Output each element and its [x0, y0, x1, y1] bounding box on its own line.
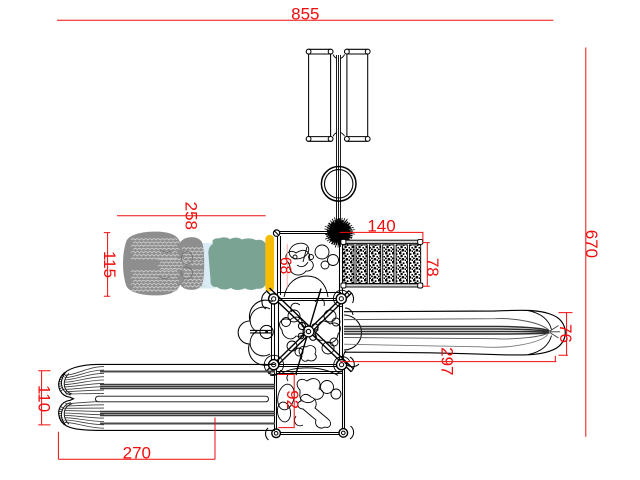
svg-text:76: 76 [556, 324, 575, 343]
svg-text:92: 92 [283, 390, 302, 409]
svg-text:855: 855 [291, 5, 319, 24]
svg-text:68: 68 [276, 257, 293, 274]
svg-text:297: 297 [437, 347, 456, 375]
svg-text:258: 258 [181, 202, 200, 230]
svg-text:270: 270 [123, 443, 151, 462]
svg-text:78: 78 [423, 258, 442, 277]
svg-text:140: 140 [367, 216, 395, 235]
svg-text:115: 115 [100, 251, 119, 278]
svg-text:670: 670 [582, 230, 601, 258]
svg-text:110: 110 [35, 385, 54, 412]
